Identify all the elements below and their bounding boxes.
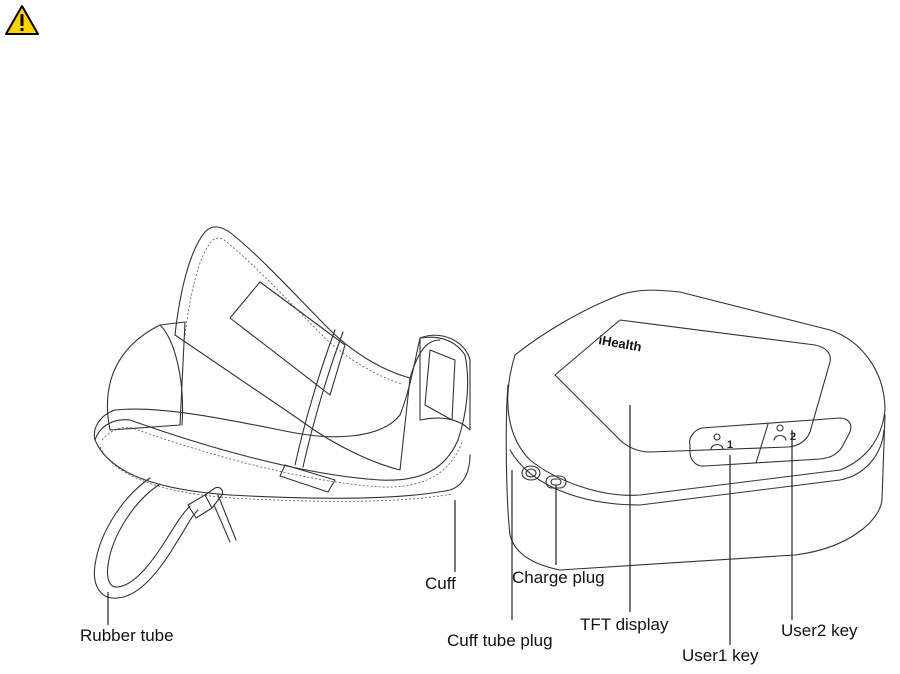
- cuff-illustration: [94, 227, 470, 501]
- label-rubber-tube: Rubber tube: [80, 627, 174, 644]
- device-brand: iHealth: [597, 332, 642, 354]
- label-cuff-tube-plug: Cuff tube plug: [447, 632, 553, 649]
- monitor-illustration: [506, 290, 885, 570]
- label-cuff: Cuff: [425, 575, 456, 592]
- label-charge-plug: Charge plug: [512, 569, 605, 586]
- label-user2-key: User2 key: [781, 622, 858, 639]
- label-tft-display: TFT display: [580, 616, 669, 633]
- user1-key-glyph: 1: [727, 439, 733, 451]
- rubber-tube-illustration: [94, 478, 236, 598]
- user2-key-glyph: 2: [790, 431, 796, 443]
- label-user1-key: User1 key: [682, 647, 759, 664]
